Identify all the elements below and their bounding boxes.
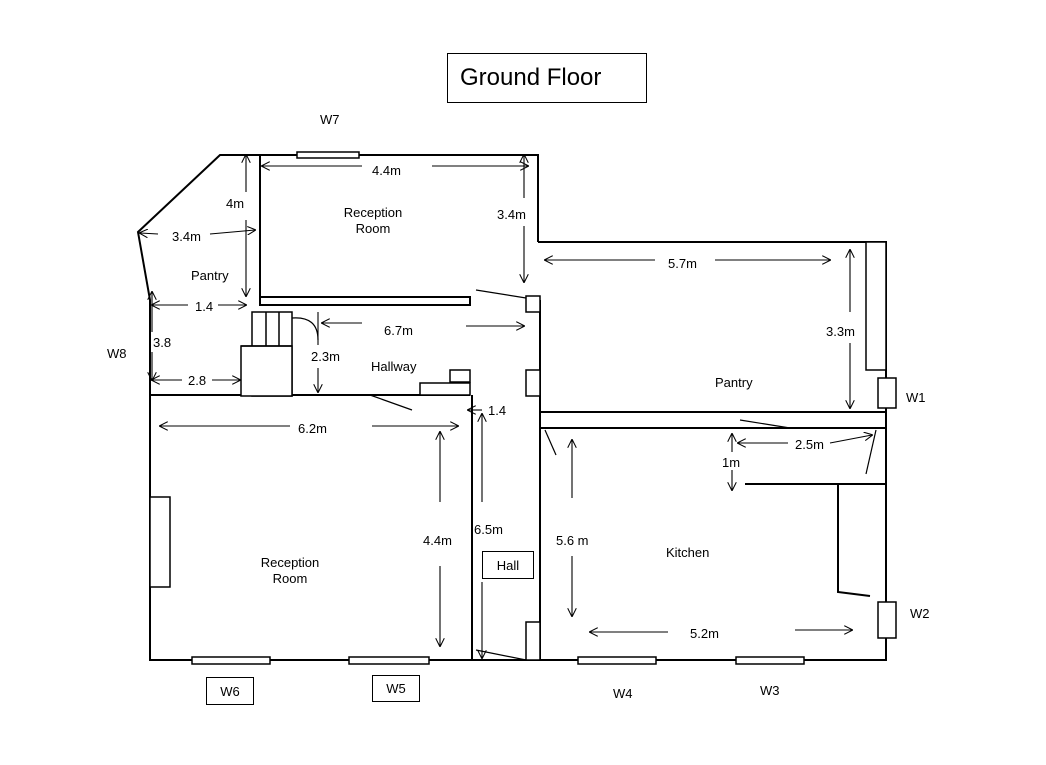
dim-reception-bottom-depth: 4.4m (423, 533, 452, 548)
dim-reception-depth: 3.4m (497, 207, 526, 222)
reception-room-bottom-line1: Reception (260, 555, 320, 570)
reception-room-bottom-line2: Room (272, 571, 308, 586)
hallway-label: Hallway (371, 359, 417, 374)
dim-pantry-right-width: 5.7m (668, 256, 697, 271)
dim-hallway-length: 6.7m (384, 323, 413, 338)
windows (191, 151, 805, 665)
reception-room-top-line2: Room (355, 221, 391, 236)
dim-reception-bottom-width: 6.2m (298, 421, 327, 436)
hall-label: Hall (482, 551, 534, 579)
page-title: Ground Floor (447, 53, 647, 103)
window-w8-label: W8 (107, 346, 127, 361)
fixtures (149, 241, 897, 661)
dim-1-4-lower: 1.4 (488, 403, 507, 418)
window-w4-label: W4 (613, 686, 633, 701)
window-w3-label: W3 (760, 683, 780, 698)
reception-room-top-label: Reception Room (336, 205, 410, 237)
dim-kitchen-width: 5.2m (690, 626, 719, 641)
window-w7-label: W7 (320, 112, 340, 127)
door-swings (291, 289, 877, 661)
dim-reception-width: 4.4m (372, 163, 401, 178)
window-w5-label: W5 (372, 675, 420, 702)
kitchen-label: Kitchen (666, 545, 710, 560)
window-w2-label: W2 (910, 606, 930, 621)
window-w6-label: W6 (206, 677, 254, 705)
dim-pantry-width: 3.4m (172, 229, 201, 244)
dim-2-8: 2.8 (188, 373, 207, 388)
dimension-arrows (140, 155, 872, 658)
dim-pantry-right-depth: 3.3m (826, 324, 855, 339)
dim-1m: 1m (722, 455, 741, 470)
pantry-left-label: Pantry (191, 268, 229, 283)
dim-1-4-upper: 1.4 (195, 299, 214, 314)
reception-room-top-line1: Reception (343, 205, 403, 220)
reception-room-bottom-label: Reception Room (252, 555, 328, 587)
dim-hallway-width: 2.3m (311, 349, 340, 364)
pantry-right-label: Pantry (715, 375, 753, 390)
window-w1-label: W1 (906, 390, 926, 405)
dim-3-8: 3.8 (153, 335, 172, 350)
dim-pantry-height: 4m (226, 196, 245, 211)
dim-2-5: 2.5m (795, 437, 824, 452)
stairs (240, 311, 293, 397)
dim-kitchen-depth: 5.6 m (556, 533, 589, 548)
dim-hall-length: 6.5m (474, 522, 503, 537)
interior-walls (150, 242, 887, 660)
